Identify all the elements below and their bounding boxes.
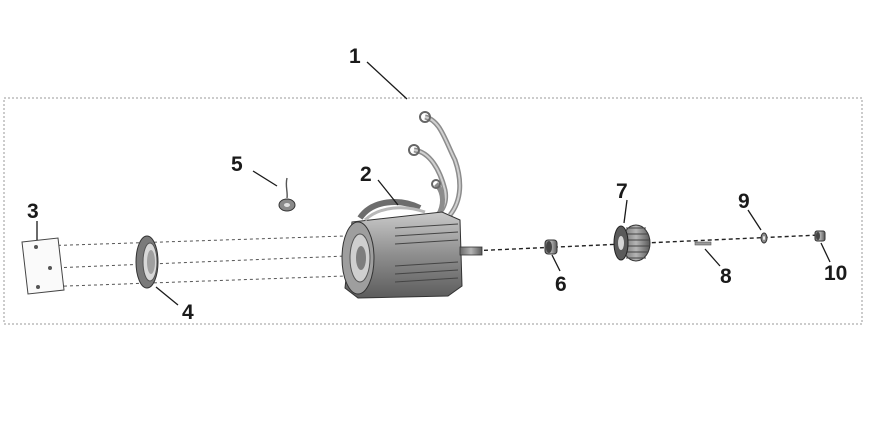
callout-3: 3 [27, 200, 39, 223]
callout-4: 4 [182, 301, 194, 324]
nut [814, 230, 826, 242]
callout-10: 10 [824, 262, 847, 285]
washer [760, 232, 768, 244]
callout-6: 6 [555, 273, 567, 296]
projection-lines [39, 235, 346, 288]
callout-8: 8 [720, 265, 732, 288]
shaft-key [694, 241, 712, 246]
seal-ring [135, 235, 159, 289]
callout-1: 1 [349, 45, 361, 68]
leader-lines [36, 61, 831, 306]
callout-2: 2 [360, 163, 372, 186]
callout-5: 5 [231, 153, 243, 176]
callout-7: 7 [616, 180, 628, 203]
diagram-frame [3, 97, 863, 325]
callout-labels: 1 2 3 4 5 6 7 8 9 10 [27, 45, 847, 324]
fan-wheel [613, 224, 651, 262]
callout-9: 9 [738, 190, 750, 213]
wire-connector [278, 177, 296, 212]
shaft-bushing [544, 239, 558, 255]
motor-body [341, 111, 483, 299]
cover-plate [21, 237, 65, 295]
